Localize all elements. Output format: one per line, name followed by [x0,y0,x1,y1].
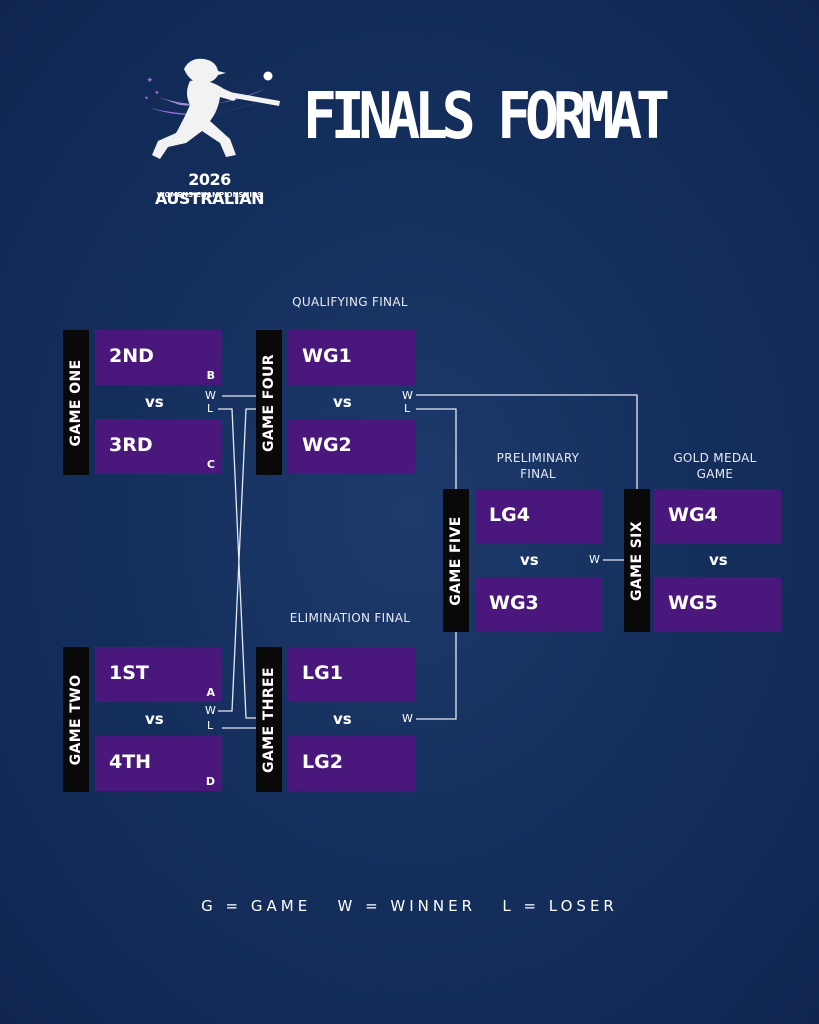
game-one-team-bottom: 3RD C [95,419,222,474]
team-name: 1ST [109,662,149,684]
game-two-winner-mark: W [205,704,216,717]
legend-text: G = GAME W = WINNER L = LOSER [201,897,618,915]
game-six-team-bottom: WG5 [654,577,781,632]
game-two-loser-mark: L [207,719,214,732]
team-seed: D [205,775,215,788]
game-five-bar: GAME FIVE [443,489,469,632]
game-one-team-top: 2ND B [95,330,222,385]
game-one-label: GAME ONE [68,358,84,447]
team-name: WG1 [302,345,352,367]
page-title: FINALS FORMAT [303,80,670,154]
game-five-winner-mark: W [589,553,600,566]
game-four-label: GAME FOUR [261,353,277,452]
qualifying-final-label: QUALIFYING FINAL [292,295,408,309]
game-six-bar: GAME SIX [624,489,650,632]
team-seed: A [206,686,215,699]
game-two-label: GAME TWO [68,674,84,765]
g2-winner-line [218,408,256,712]
g4-loser-line [416,408,457,489]
g1-loser-line [218,408,256,719]
team-name: WG5 [668,592,718,614]
team-name: WG4 [668,504,718,526]
team-name: 2ND [109,345,154,367]
game-six-label: GAME SIX [629,520,645,601]
game-two-vs: vs [145,710,164,728]
logo-subtitle-text: WOMENS CHAMPIONSHIPS [156,191,263,199]
game-four-team-top: WG1 [288,330,415,385]
team-name: WG2 [302,434,352,456]
game-four-vs: vs [333,393,352,411]
svg-text:✦: ✦ [146,76,154,86]
svg-text:✦: ✦ [144,95,149,102]
game-one-bar: GAME ONE [63,330,89,475]
game-six-vs: vs [709,551,728,569]
g4-winner-line [416,394,638,489]
game-three-team-top: LG1 [288,647,415,702]
game-one-vs: vs [145,393,164,411]
team-name: 4TH [109,751,152,773]
gold-medal-game-label: GOLD MEDAL GAME [673,451,757,481]
game-four-winner-mark: W [402,389,413,402]
game-five-team-top: LG4 [475,489,602,544]
game-three-label: GAME THREE [261,666,277,773]
game-three-vs: vs [333,710,352,728]
game-five-vs: vs [520,551,539,569]
batter-silhouette-icon: ✦ ✦ ✦ [144,58,280,159]
team-name: LG1 [302,662,343,684]
team-seed: C [206,458,215,471]
svg-text:✦: ✦ [154,89,160,97]
team-seed: B [206,369,215,382]
game-four-team-bottom: WG2 [288,419,415,474]
elimination-final-label: ELIMINATION FINAL [289,611,411,625]
game-five-team-bottom: WG3 [475,577,602,632]
game-three-bar: GAME THREE [256,647,282,792]
team-name: 3RD [109,434,153,456]
game-three-team-bottom: LG2 [288,736,415,791]
game-four-loser-mark: L [404,402,411,415]
team-name: LG4 [489,504,530,526]
g3-winner-line [416,632,457,720]
game-five-label: GAME FIVE [448,515,464,606]
preliminary-final-label: PRELIMINARY FINAL [496,451,580,481]
team-name: LG2 [302,751,343,773]
game-three-winner-mark: W [402,712,413,725]
team-name: WG3 [489,592,539,614]
game-four-bar: GAME FOUR [256,330,282,475]
logo-year-text: 2026 AUSTRALIAN [155,170,264,208]
championship-logo: ✦ ✦ ✦ 2026 AUSTRALIAN WOMENS CHAMPIONSHI… [140,55,285,208]
game-one-loser-mark: L [207,402,214,415]
game-one-winner-mark: W [205,389,216,402]
game-two-team-bottom: 4TH D [95,736,222,791]
game-six-team-top: WG4 [654,489,781,544]
game-two-team-top: 1ST A [95,647,222,702]
game-two-bar: GAME TWO [63,647,89,792]
